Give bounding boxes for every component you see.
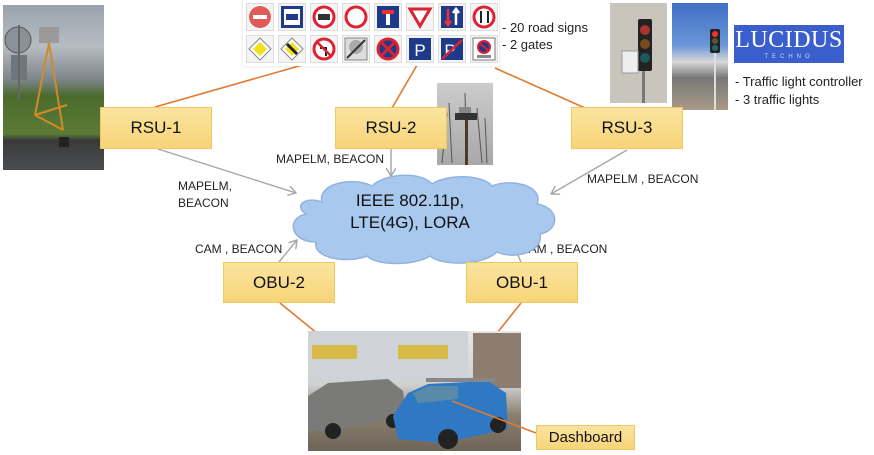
obu2-message: CAM , BEACON: [195, 242, 283, 256]
no-vehicles-sign: [342, 3, 370, 31]
link-signs-rsu3: [494, 67, 586, 109]
traffic-note-2: - 3 traffic lights: [735, 92, 820, 107]
dashboard-node[interactable]: Dashboard: [536, 425, 635, 450]
network-line2: LTE(4G), LORA: [350, 213, 470, 232]
rsu3-controller-photo: [610, 3, 667, 103]
signs-note-1: - 20 road signs: [502, 20, 588, 35]
end-zone-sign: [342, 35, 370, 63]
arrow-rsu3-cloud: [551, 149, 628, 194]
yield-sign: [406, 3, 434, 31]
rsu2-node[interactable]: RSU-2: [335, 107, 447, 149]
rsu3-node[interactable]: RSU-3: [571, 107, 683, 149]
dead-end-sign: [374, 3, 402, 31]
priority-oncoming-sign: [438, 3, 466, 31]
lucidus-sub: TECHNO: [764, 54, 814, 60]
no-trucks-sign: [310, 3, 338, 31]
obu1-node[interactable]: OBU-1: [466, 262, 578, 303]
end-priority-road-sign: [278, 35, 306, 63]
rsu3-street-photo: [672, 3, 728, 110]
rsu1-node[interactable]: RSU-1: [100, 107, 212, 149]
no-stopping-sign: [374, 35, 402, 63]
rsu3-message: MAPELM , BEACON: [587, 172, 699, 186]
lucidus-brand: LUCIDUS: [735, 27, 843, 53]
parking-sign: P: [406, 35, 434, 63]
svg-text:P: P: [414, 41, 425, 60]
link-signs-rsu2: [391, 59, 421, 109]
rsu1-photo: [3, 5, 104, 170]
rsu1-message-line1: MAPELM,: [178, 179, 233, 193]
no-parking-zone-sign: [470, 35, 498, 63]
bus-lane-sign: [278, 3, 306, 31]
road-signs-panel: P P: [243, 0, 499, 66]
network-cloud: [292, 174, 556, 265]
arrow-rsu1-cloud: [157, 148, 296, 193]
rsu2-message: MAPELM, BEACON: [276, 152, 385, 166]
link-signs-rsu1: [154, 59, 321, 108]
network-line1: IEEE 802.11p,: [355, 191, 465, 210]
arrow-obu2-cloud: [278, 240, 297, 263]
no-parking-sign: P: [438, 35, 466, 63]
network-label: IEEE 802.11p, LTE(4G), LORA: [320, 190, 500, 234]
rsu1-message-line2: BEACON: [178, 196, 229, 210]
priority-road-sign: [246, 35, 274, 63]
vehicles-photo: [308, 331, 521, 451]
signs-note-2: - 2 gates: [502, 37, 553, 52]
obu1-message: CAM , BEACON: [520, 242, 608, 256]
no-entry-sign: [246, 3, 274, 31]
obu2-node[interactable]: OBU-2: [223, 262, 335, 303]
no-left-turn-sign: [310, 35, 338, 63]
traffic-note-1: - Traffic light controller: [735, 74, 863, 89]
give-way-oncoming-sign: [470, 3, 498, 31]
lucidus-logo: LUCIDUS TECHNO: [734, 25, 844, 63]
